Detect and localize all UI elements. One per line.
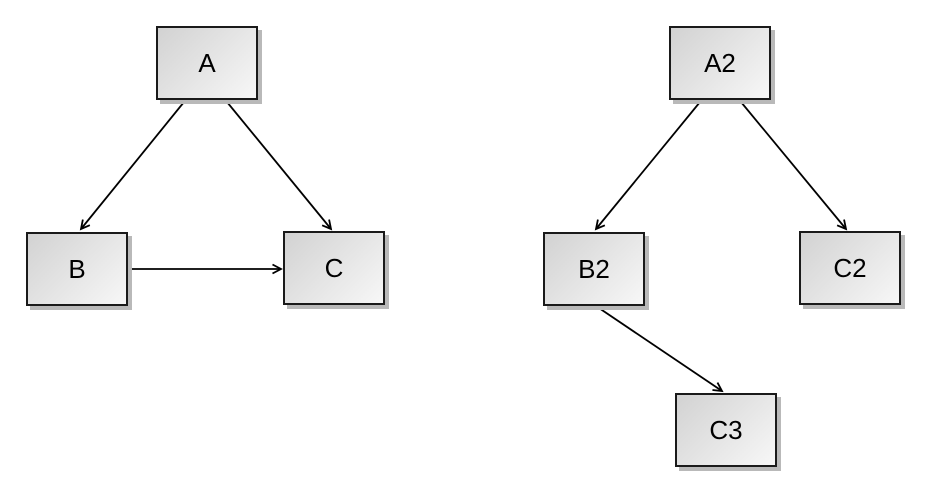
edge-A2-B2[interactable] [594, 101, 701, 231]
node-B2-label: B2 [578, 254, 610, 284]
edge-B2-C3[interactable] [595, 305, 724, 393]
node-C2[interactable]: C2 [799, 231, 901, 305]
node-C2-label: C2 [833, 253, 867, 283]
edge-A2-C2[interactable] [740, 101, 848, 231]
node-B[interactable]: B [26, 232, 128, 306]
node-C-label: C [324, 253, 344, 283]
node-B2[interactable]: B2 [543, 232, 645, 306]
edge-A-B[interactable] [79, 101, 185, 231]
node-A-label: A [198, 48, 216, 78]
node-A2[interactable]: A2 [669, 26, 771, 100]
node-C[interactable]: C [283, 231, 385, 305]
node-B-label: B [68, 254, 86, 284]
node-A2-label: A2 [704, 48, 736, 78]
edge-A-C[interactable] [226, 101, 333, 231]
node-C3-label: C3 [709, 415, 743, 445]
node-C3[interactable]: C3 [675, 393, 777, 467]
node-A[interactable]: A [156, 26, 258, 100]
